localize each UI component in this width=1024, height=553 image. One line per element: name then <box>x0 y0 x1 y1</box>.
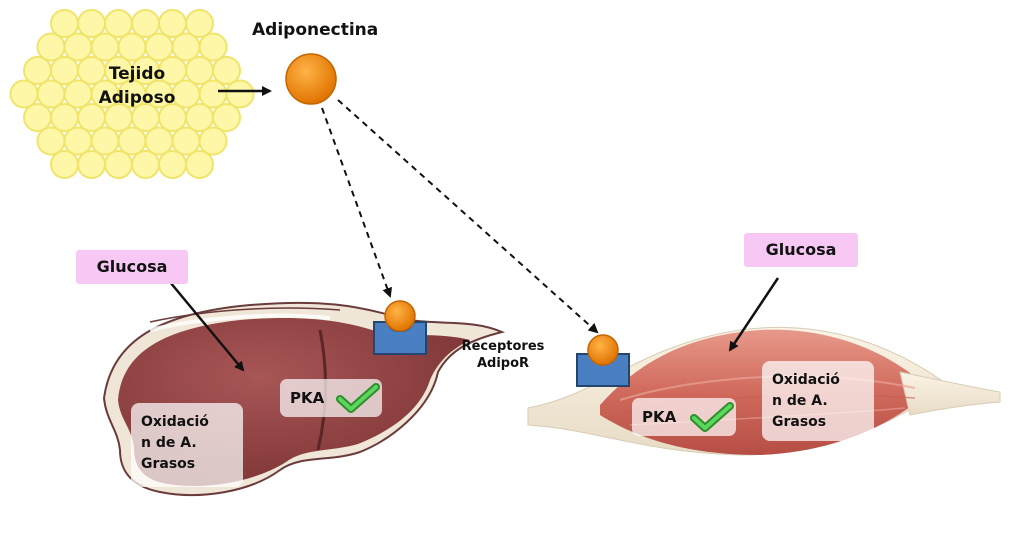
fat-cell <box>63 79 93 109</box>
receptor-muscle <box>576 334 630 387</box>
fat-cell <box>131 9 160 38</box>
muscle-oxidation-box: Oxidació n de A. Grasos <box>762 361 874 441</box>
adiponectin-molecule <box>285 53 337 105</box>
fat-cell <box>36 79 66 109</box>
liver-pka-box: PKA <box>280 379 382 417</box>
fat-cell <box>36 32 66 62</box>
fat-cell <box>131 150 160 179</box>
fat-cell <box>77 150 106 179</box>
fat-cell <box>185 103 214 132</box>
fat-cell <box>90 32 120 62</box>
fat-cell <box>63 32 93 62</box>
fat-cell <box>144 126 174 156</box>
fat-cell <box>117 32 147 62</box>
fat-cell <box>158 150 187 179</box>
fat-cell <box>90 126 120 156</box>
fat-cell <box>198 79 228 109</box>
fat-cell <box>198 32 228 62</box>
liver-glucose-tag: Glucosa <box>76 250 188 284</box>
fat-cell <box>171 126 201 156</box>
dashed-arrow-to-muscle <box>337 99 599 334</box>
adiponectin-bound-muscle <box>587 334 619 366</box>
liver-pka-label: PKA <box>290 389 325 407</box>
arrow-glucose-to-liver <box>169 281 245 372</box>
fat-cell <box>50 150 79 179</box>
arrow-glucose-to-muscle <box>728 277 780 352</box>
adipose-tissue-label: Tejido Adiposo <box>98 64 176 108</box>
fat-cell <box>185 150 214 179</box>
fat-cell <box>198 126 228 156</box>
receptor-liver <box>373 300 427 355</box>
fat-cell <box>225 79 255 109</box>
fat-cell <box>50 56 79 85</box>
adiponectin-bound-liver <box>384 300 416 332</box>
adiponectin-label: Adiponectina <box>252 20 379 40</box>
fat-cell <box>185 9 214 38</box>
fat-cell <box>104 150 133 179</box>
muscle-glucose-tag: Glucosa <box>744 233 858 267</box>
adipose-tissue-cells <box>9 9 255 179</box>
fat-cell <box>158 9 187 38</box>
fat-cell <box>63 126 93 156</box>
fat-cell <box>36 126 66 156</box>
fat-cell <box>185 56 214 85</box>
fat-cell <box>23 56 52 85</box>
fat-cell <box>212 103 241 132</box>
muscle-pka-box: PKA <box>632 398 736 436</box>
fat-cell <box>23 103 52 132</box>
liver-oxidation-box: Oxidació n de A. Grasos <box>131 403 243 487</box>
fat-cell <box>104 9 133 38</box>
check-icon <box>690 402 734 432</box>
dashed-arrow-to-liver <box>321 107 392 298</box>
fat-cell <box>144 32 174 62</box>
fat-cell <box>9 79 39 109</box>
muscle-pka-label: PKA <box>642 408 677 426</box>
fat-cell <box>50 103 79 132</box>
fat-cell <box>117 126 147 156</box>
fat-cell <box>212 56 241 85</box>
fat-cell <box>77 9 106 38</box>
receptor-label: Receptores AdipoR <box>461 339 545 371</box>
fat-cell <box>171 32 201 62</box>
check-icon <box>336 383 380 413</box>
fat-cell <box>50 9 79 38</box>
